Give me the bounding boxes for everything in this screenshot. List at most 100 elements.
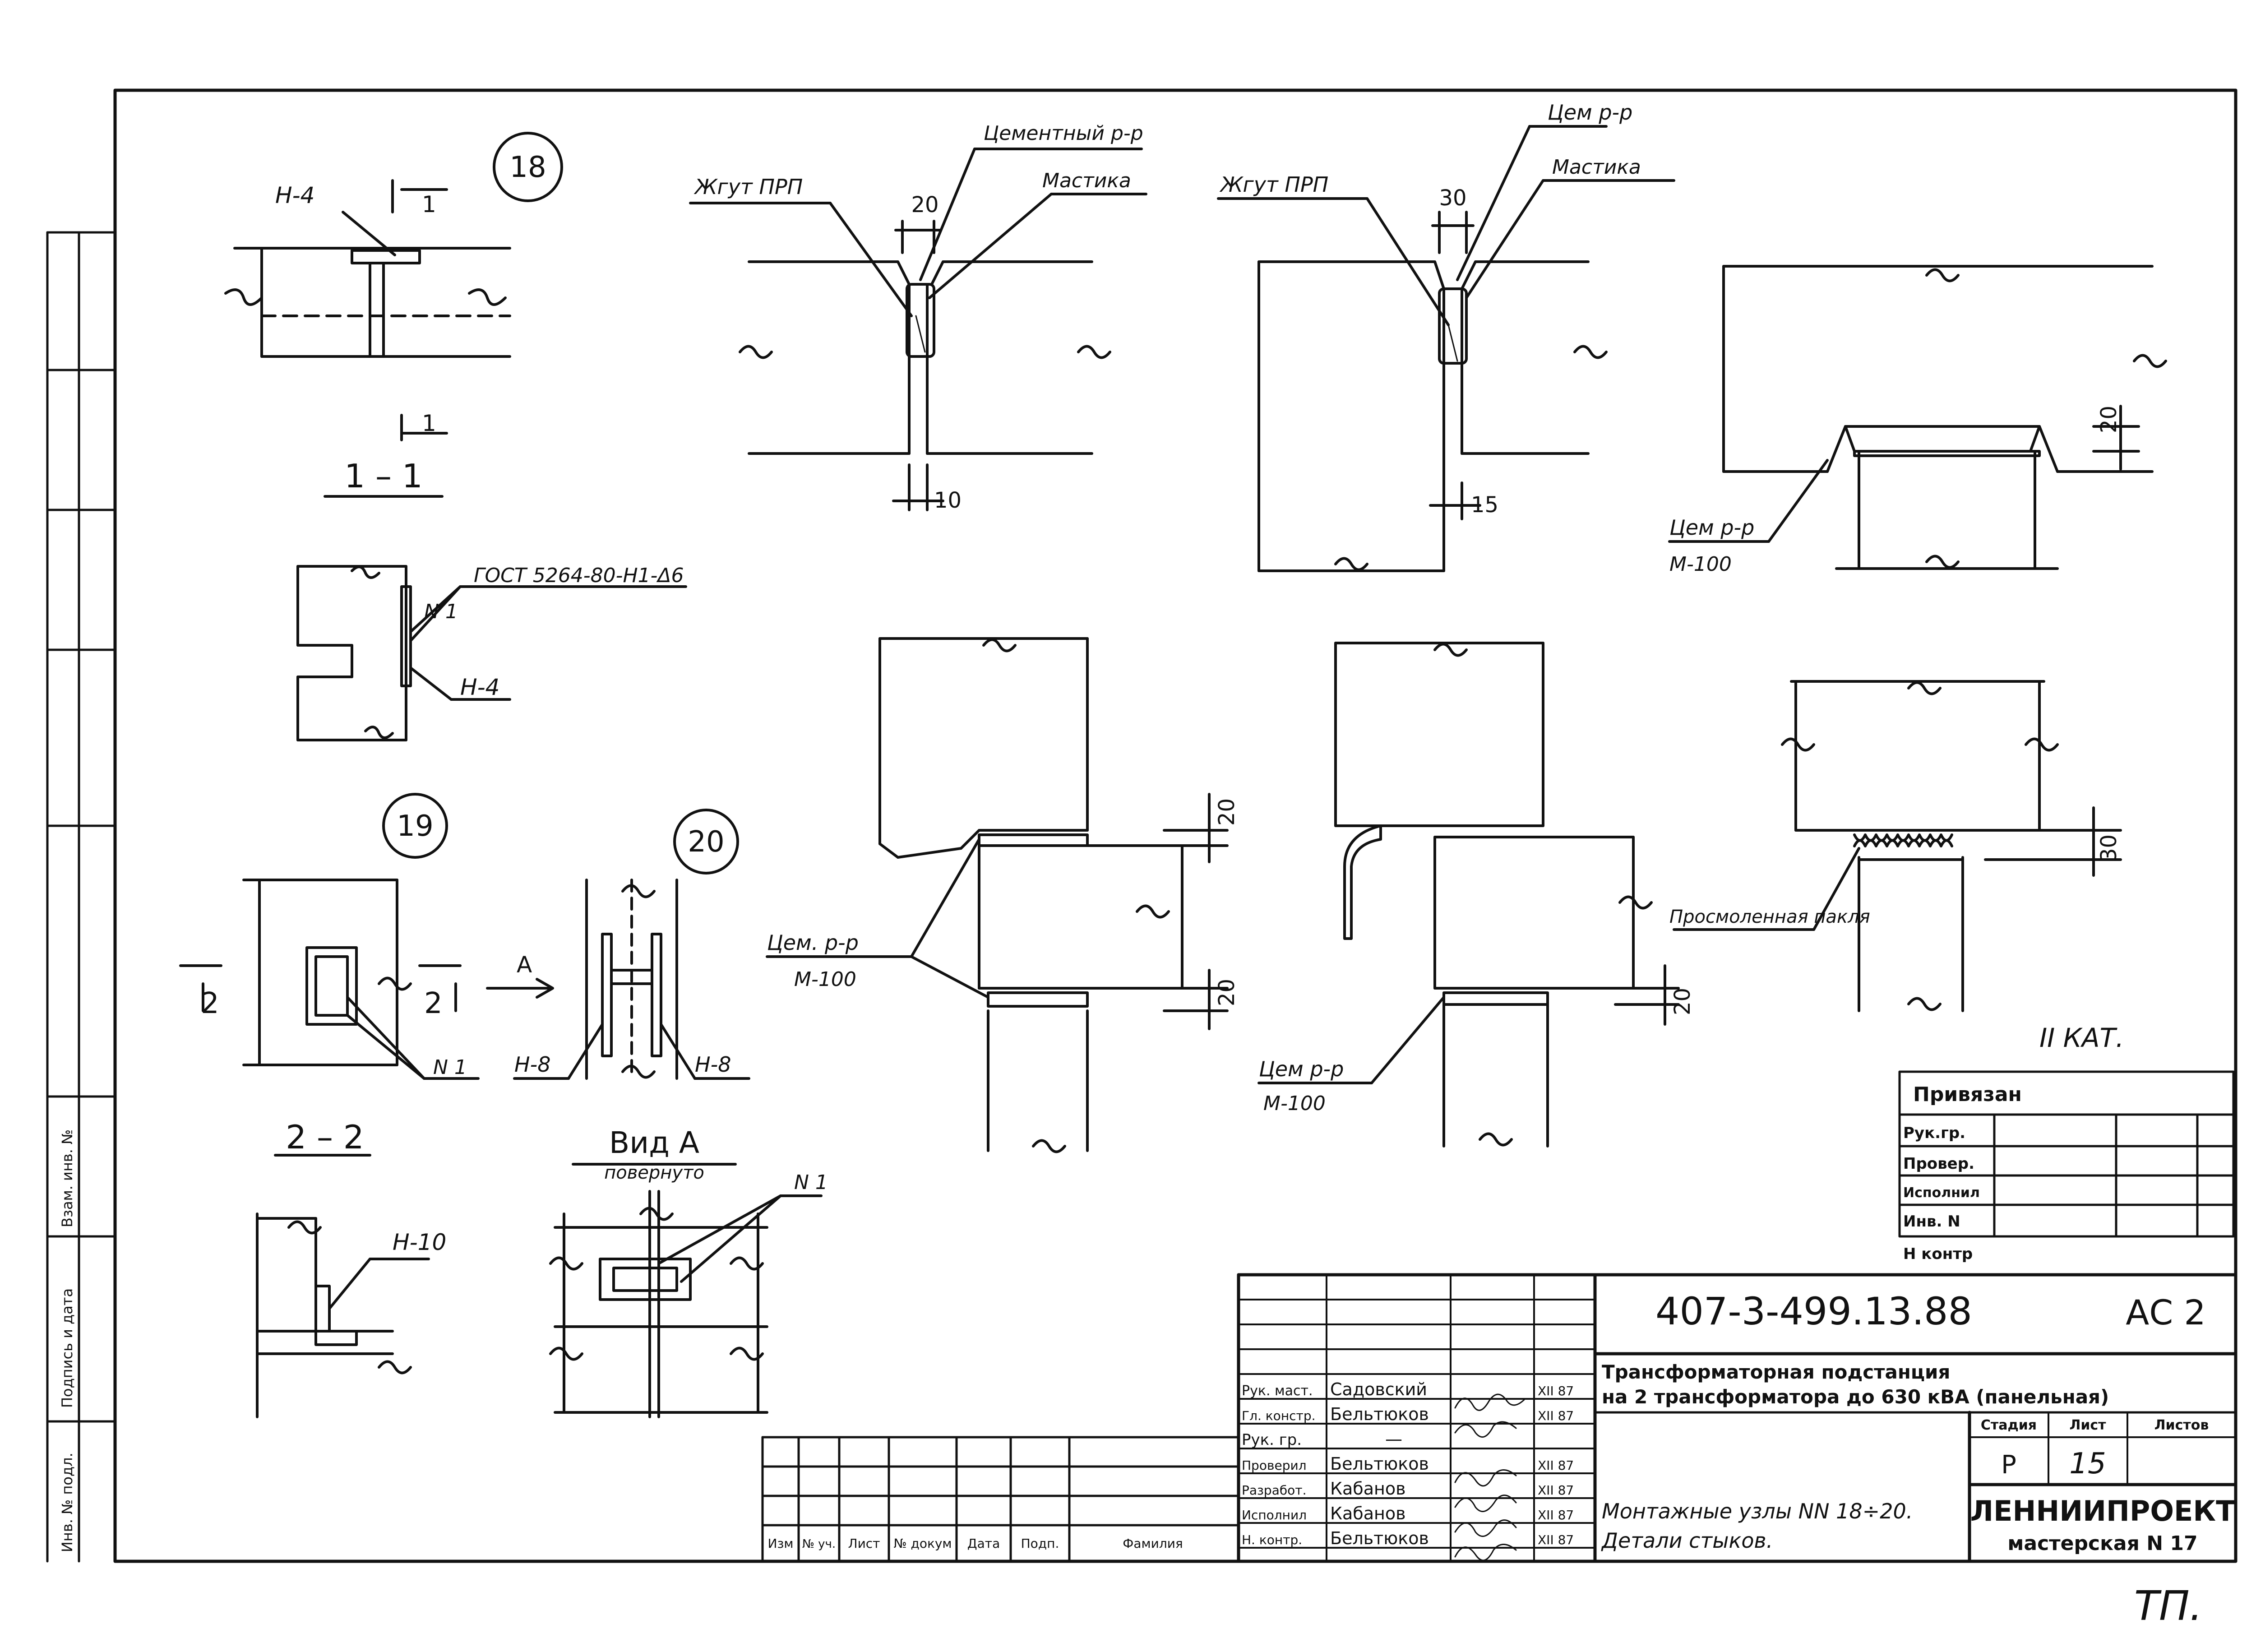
joint-b-harness: Жгут ПРП: [1219, 172, 1328, 197]
joint-f-tow: Просмоленная пакля: [1669, 907, 1870, 927]
section-2-2-title: 2 – 2: [286, 1118, 364, 1156]
sheet-code: АС 2: [2126, 1292, 2206, 1333]
binding-footer: Н контр: [1903, 1245, 1973, 1263]
organization-name: ЛЕННИИПРОЕКТ: [1970, 1495, 2235, 1527]
joint-b: [1217, 125, 1675, 572]
node-19-section-right: 2: [424, 987, 443, 1020]
joint-e-grade: М-100: [1263, 1092, 1326, 1115]
joint-a-dim-top: 20: [911, 192, 938, 217]
joint-b-dim-gap: 15: [1471, 492, 1498, 518]
name-2: —: [1385, 1429, 1402, 1449]
binding-row-0: Рук.гр.: [1903, 1124, 1965, 1142]
joint-e-dim: 20: [1670, 988, 1695, 1015]
node-18-marker: [493, 132, 563, 202]
joint-b-cement: Цем р-р: [1548, 100, 1632, 125]
name-1: Бельтюков: [1330, 1404, 1429, 1424]
joint-e: [1257, 642, 1680, 1148]
node-20-plate-left: Н-8: [514, 1052, 550, 1077]
side-stamp-label-2: Взам. инв. №: [59, 1129, 76, 1227]
section-1-1-n1: N 1: [424, 600, 458, 623]
binding-title: Привязан: [1913, 1083, 2022, 1106]
binding-row-3: Инв. N: [1903, 1212, 1960, 1231]
project-line-1: Трансформаторная подстанция: [1602, 1361, 1950, 1383]
joint-a-cement: Цементный р-р: [984, 122, 1143, 145]
node-20-number: 20: [688, 825, 724, 859]
document-code: 407-3-499.13.88: [1655, 1289, 1972, 1333]
binding-table: [1898, 1070, 2235, 1238]
node-18-plate-label: Н-4: [275, 182, 314, 208]
section-1-1-callout: ГОСТ 5264-80-Н1-Δ6: [474, 564, 684, 587]
side-stamp-label-0: Инв. № подл.: [59, 1453, 76, 1552]
name-0: Садовский: [1330, 1379, 1427, 1399]
role-1: Гл. констр.: [1242, 1408, 1316, 1423]
joint-b-mastic: Мастика: [1552, 156, 1641, 179]
joint-c: [1668, 265, 2167, 570]
side-stamp: [46, 231, 116, 1563]
node-19-n1: N 1: [433, 1056, 467, 1079]
joint-d-dim-bottom: 20: [1214, 979, 1239, 1006]
role-5: Исполнил: [1242, 1508, 1307, 1522]
name-3: Бельтюков: [1330, 1454, 1429, 1474]
joint-c-grade: М-100: [1669, 553, 1732, 576]
role-0: Рук. маст.: [1242, 1383, 1313, 1399]
sheet-label: Лист: [2069, 1417, 2106, 1433]
joint-a-mastic: Мастика: [1042, 169, 1131, 192]
category-note: II КАТ.: [2039, 1023, 2124, 1053]
name-6: Бельтюков: [1330, 1528, 1429, 1548]
joint-b-dim-top: 30: [1439, 185, 1466, 211]
corner-mark: ТП.: [2134, 1583, 2202, 1630]
role-2: Рук. гр.: [1242, 1431, 1302, 1449]
node-19-view-mark: А: [517, 952, 532, 978]
section-2-2-plate: Н-10: [393, 1229, 446, 1255]
node-18-plan: [224, 179, 511, 498]
drawing-title-line-1: Монтажные узлы NN 18÷20.: [1602, 1499, 1913, 1523]
node-19-number: 19: [397, 810, 433, 843]
view-a-title: Вид А: [609, 1125, 699, 1160]
title-block: [1237, 1273, 2238, 1563]
joint-f: [1673, 680, 2122, 1012]
binding-row-2: Исполнил: [1903, 1185, 1980, 1201]
section-1-1-title: 1 – 1: [344, 457, 422, 495]
revision-header-3: № докум: [893, 1536, 952, 1551]
name-5: Кабанов: [1330, 1504, 1405, 1523]
joint-d: [766, 637, 1229, 1153]
sheet-value: 15: [2069, 1447, 2106, 1481]
node-18-number: 18: [509, 151, 546, 184]
date-6: XII 87: [1538, 1532, 1574, 1547]
joint-a: [689, 148, 1147, 511]
sheets-label: Листов: [2154, 1417, 2209, 1433]
stage-value: Р: [2001, 1450, 2016, 1480]
node-20-plan: [513, 879, 750, 1080]
binding-row-1: Провер.: [1903, 1155, 1974, 1173]
revision-header-5: Подп.: [1021, 1536, 1059, 1551]
section-2-2: [256, 1154, 430, 1418]
stage-label: Стадия: [1981, 1417, 2037, 1433]
date-1: XII 87: [1538, 1408, 1574, 1423]
date-5: XII 87: [1538, 1508, 1574, 1522]
section-1-1: [296, 565, 687, 741]
revision-header-2: Лист: [848, 1536, 880, 1551]
organization-unit: мастерская N 17: [2007, 1532, 2197, 1555]
joint-d-grade: М-100: [794, 968, 856, 991]
node-19-section-left: 2: [201, 987, 219, 1020]
joint-a-harness: Жгут ПРП: [693, 175, 803, 199]
joint-e-cement: Цем р-р: [1259, 1057, 1344, 1081]
role-4: Разработ.: [1242, 1483, 1306, 1498]
project-line-2: на 2 трансформатора до 630 кВА (панельна…: [1602, 1386, 2109, 1408]
title-block-signatures-grid: [1238, 1274, 1596, 1562]
view-a: [549, 1163, 823, 1418]
joint-c-dim: 20: [2096, 406, 2122, 433]
drawing-labels: 18 18 Н-4 1 1 1 – 1 ГОСТ 5264-80-Н1-Δ6 N…: [59, 100, 2235, 1630]
revision-header-6: Фамилия: [1123, 1536, 1183, 1551]
node-20-marker: [673, 809, 739, 875]
role-3: Проверил: [1242, 1458, 1307, 1473]
date-0: XII 87: [1538, 1384, 1574, 1398]
node-19-marker: [382, 793, 448, 859]
name-4: Кабанов: [1330, 1479, 1405, 1499]
view-a-n1: N 1: [794, 1171, 828, 1194]
node-18-section-mark-top: 1: [422, 191, 436, 217]
revision-header-0: Изм: [768, 1536, 794, 1551]
revision-header-4: Дата: [967, 1536, 1000, 1551]
joint-d-cement: Цем. р-р: [767, 930, 859, 955]
